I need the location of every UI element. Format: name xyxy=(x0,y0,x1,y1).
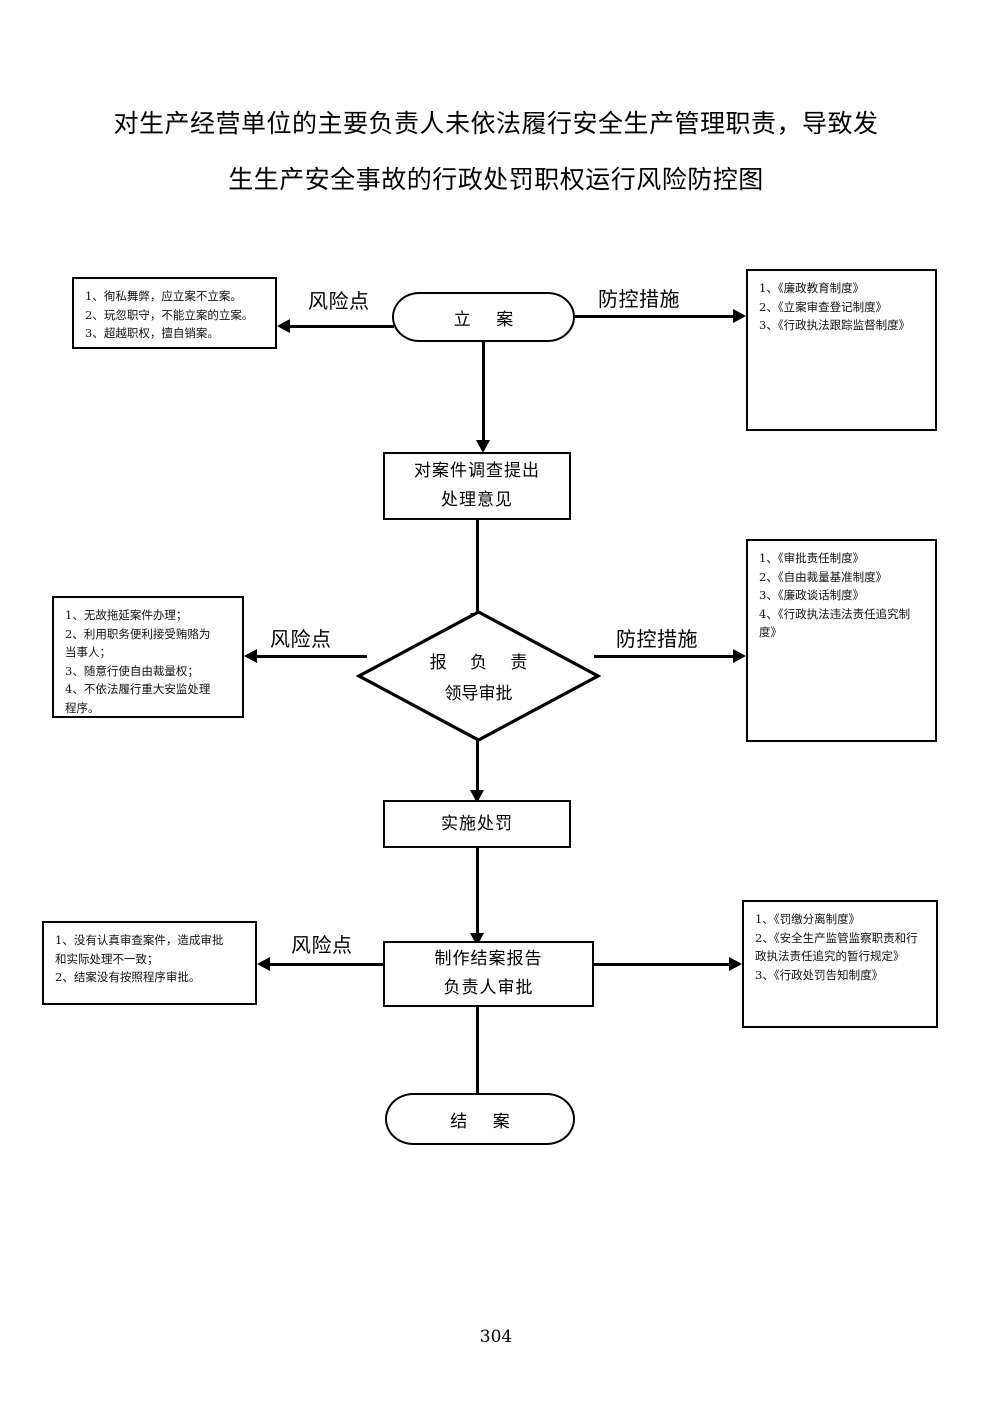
measure-box-report-line-3: 政执法责任追究的暂行规定》 xyxy=(755,949,905,963)
measure-box-report-line-1: 1、《罚缴分离制度》 xyxy=(755,912,861,926)
measure-box-filing-line-1: 1、《廉政教育制度》 xyxy=(759,281,865,295)
edge-filing-to-risk-line xyxy=(290,325,394,328)
risk-box-approval-line-4: 3、随意行使自由裁量权； xyxy=(65,663,199,678)
risk-box-approval-line-5: 4、不依法履行重大安监处理 xyxy=(65,682,211,696)
edge-approval-to-risk-arrowhead xyxy=(244,649,257,663)
edge-label-risk-point-filing: 风险点 xyxy=(308,289,370,313)
risk-box-report: 1、没有认真审查案件，造成审批 和实际处理不一致； 2、结案没有按照程序审批。 xyxy=(42,921,257,1005)
measure-box-approval-line-1: 1、《审批责任制度》 xyxy=(759,551,865,565)
node-investigate: 对案件调查提出 处理意见 xyxy=(383,452,571,520)
node-report-line-2: 负责人审批 xyxy=(443,978,534,998)
edge-investigate-to-approval-line xyxy=(476,520,479,613)
measure-box-filing: 1、《廉政教育制度》 2、《立案审查登记制度》 3、《行政执法跟踪监督制度》 xyxy=(746,269,937,431)
page-title-line-1: 对生产经营单位的主要负责人未依法履行安全生产管理职责，导致发 xyxy=(113,109,879,138)
node-investigate-line-1: 对案件调查提出 xyxy=(414,461,540,481)
node-report: 制作结案报告 负责人审批 xyxy=(383,941,594,1007)
measure-box-filing-line-3: 3、《行政执法跟踪监督制度》 xyxy=(759,318,911,332)
node-penalty: 实施处罚 xyxy=(383,800,571,848)
edge-approval-to-measure-arrowhead xyxy=(733,649,746,663)
measure-box-report: 1、《罚缴分离制度》 2、《安全生产监管监察职责和行 政执法责任追究的暂行规定》… xyxy=(742,900,938,1028)
measure-box-report-line-4: 3、《行政处罚告知制度》 xyxy=(755,967,884,982)
measure-box-approval: 1、《审批责任制度》 2、《自由裁量基准制度》 3、《廉政谈话制度》 4、《行政… xyxy=(746,539,937,742)
page-title: 对生产经营单位的主要负责人未依法履行安全生产管理职责，导致发 生生产安全事故的行… xyxy=(70,96,922,208)
risk-box-report-line-1: 1、没有认真审查案件，造成审批 xyxy=(55,933,224,947)
risk-box-approval-line-2: 2、利用职务便利接受贿赂为 xyxy=(65,626,211,641)
measure-box-filing-line-2: 2、《立案审查登记制度》 xyxy=(759,299,888,314)
edge-report-to-measure-arrowhead xyxy=(729,957,742,971)
risk-box-approval-line-1: 1、无故拖延案件办理； xyxy=(65,608,188,622)
measure-box-report-line-2: 2、《安全生产监管监察职责和行 xyxy=(755,930,918,945)
edge-approval-to-risk-line xyxy=(257,655,367,658)
risk-box-filing-line-1: 1、徇私舞弊，应立案不立案。 xyxy=(85,289,242,303)
risk-box-report-line-2: 和实际处理不一致； xyxy=(55,951,159,966)
risk-box-approval-line-3: 当事人； xyxy=(65,645,111,659)
risk-box-approval: 1、无故拖延案件办理； 2、利用职务便利接受贿赂为 当事人； 3、随意行使自由裁… xyxy=(52,596,244,718)
edge-filing-to-measure-arrowhead xyxy=(733,309,746,323)
node-close: 结 案 xyxy=(385,1093,575,1145)
risk-box-filing-line-3: 3、超越职权，擅自销案。 xyxy=(85,326,219,340)
measure-box-approval-line-3: 3、《廉政谈话制度》 xyxy=(759,588,865,602)
page-number: 304 xyxy=(479,1327,513,1347)
edge-label-control-measures-filing: 防控措施 xyxy=(598,287,680,311)
node-investigate-line-2: 处理意见 xyxy=(441,490,513,510)
edge-approval-to-penalty-line xyxy=(476,740,479,790)
edge-report-to-risk-arrowhead xyxy=(257,957,270,971)
edge-approval-to-penalty-arrowhead xyxy=(470,790,484,803)
measure-box-approval-line-5: 度》 xyxy=(759,625,782,639)
risk-box-filing-line-2: 2、玩忽职守，不能立案的立案。 xyxy=(85,307,254,322)
page-title-line-2: 生生产安全事故的行政处罚职权运行风险防控图 xyxy=(228,165,764,194)
risk-box-filing: 1、徇私舞弊，应立案不立案。 2、玩忽职守，不能立案的立案。 3、超越职权，擅自… xyxy=(72,277,277,349)
edge-filing-to-investigate-arrowhead xyxy=(476,440,490,453)
node-approval: 报 负 责 领导审批 xyxy=(356,609,601,743)
measure-box-approval-line-2: 2、《自由裁量基准制度》 xyxy=(759,569,888,584)
edge-penalty-to-report-line xyxy=(476,848,479,933)
edge-label-risk-point-report: 风险点 xyxy=(291,933,353,957)
edge-label-control-measures-approval: 防控措施 xyxy=(616,627,698,651)
node-penalty-line-1: 实施处罚 xyxy=(441,813,513,834)
node-filing: 立 案 xyxy=(392,292,575,342)
edge-report-to-measure-line xyxy=(592,963,729,966)
decision-diamond-shape xyxy=(356,610,601,742)
risk-box-approval-line-6: 程序。 xyxy=(65,700,100,715)
edge-report-to-risk-line xyxy=(270,963,385,966)
edge-filing-to-risk-arrowhead xyxy=(277,319,290,333)
edge-report-to-close-line xyxy=(476,1007,479,1095)
risk-box-report-line-3: 2、结案没有按照程序审批。 xyxy=(55,970,201,984)
edge-filing-to-measure-line xyxy=(573,315,733,318)
edge-label-risk-point-approval: 风险点 xyxy=(270,627,332,651)
node-report-line-1: 制作结案报告 xyxy=(434,949,543,969)
edge-approval-to-measure-line xyxy=(594,655,733,658)
edge-filing-to-investigate-line xyxy=(482,342,485,440)
measure-box-approval-line-4: 4、《行政执法违法责任追究制 xyxy=(759,606,911,621)
